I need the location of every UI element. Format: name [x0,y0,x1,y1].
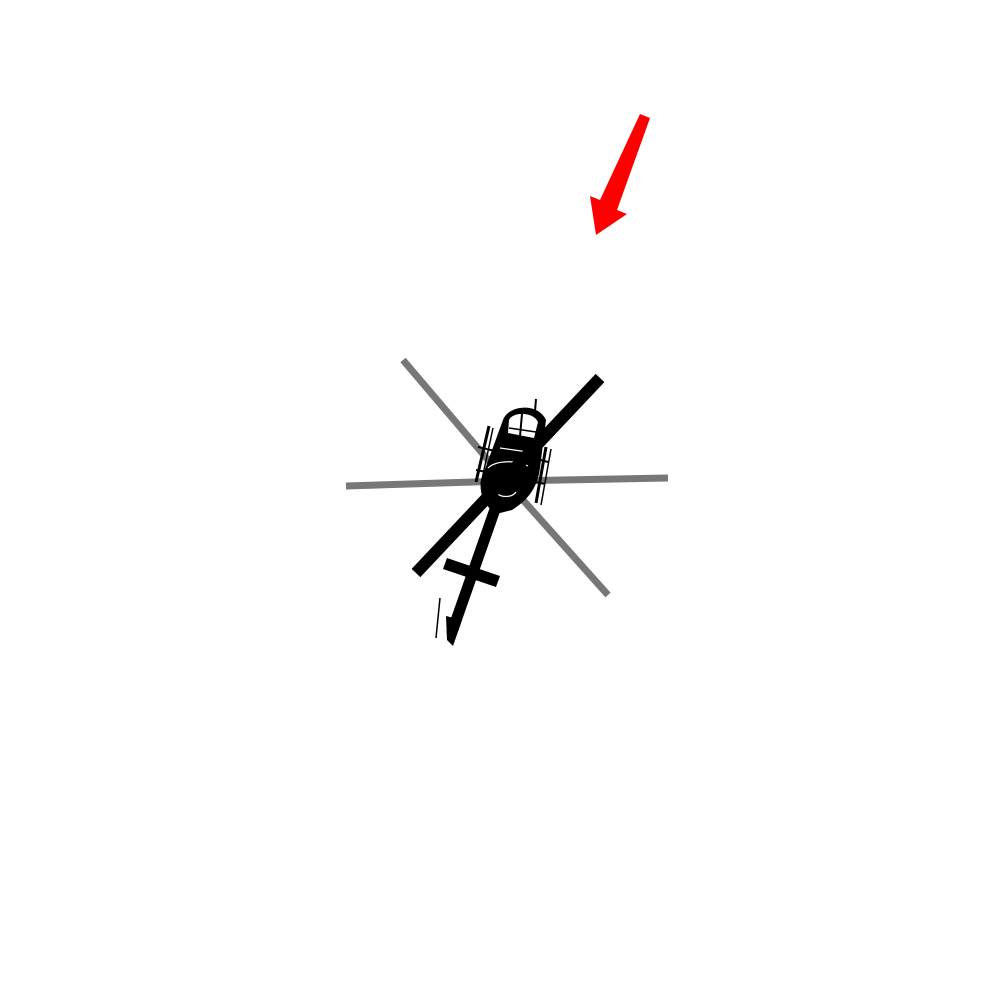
direction-arrow-shape [590,114,650,235]
tail-boom [446,489,506,638]
direction-arrow-icon [590,114,650,235]
tail-rotor [435,597,462,646]
cockpit-canopy [508,398,538,438]
helicopter-icon [345,357,669,646]
horizontal-stabilizer [443,558,500,587]
rotor-blade-main [411,373,605,578]
rotor-blade-left [345,477,507,490]
